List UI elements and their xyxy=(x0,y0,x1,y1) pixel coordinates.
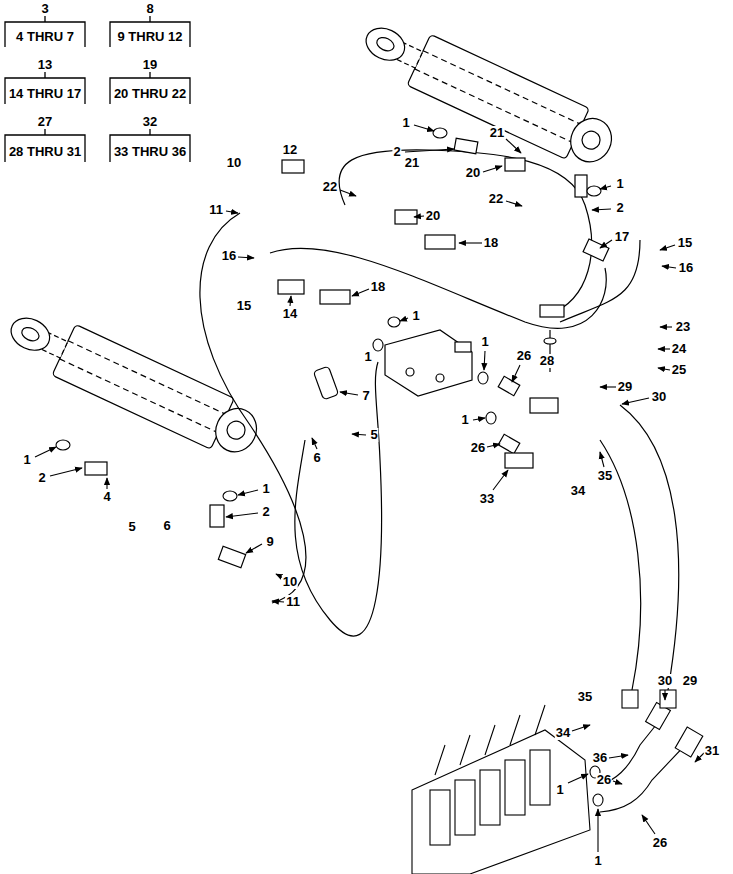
callout-number: 20 xyxy=(465,166,481,180)
callout-number: 24 xyxy=(671,342,687,356)
callout-number: 33 xyxy=(479,492,495,506)
callout-number: 2 xyxy=(37,471,46,485)
callout-number: 1 xyxy=(593,854,602,868)
callout-number: 35 xyxy=(597,469,613,483)
callout-number: 17 xyxy=(614,230,630,244)
callout-number: 1 xyxy=(261,482,270,496)
group-range: 9 THRU 12 xyxy=(116,30,183,44)
callout-number: 1 xyxy=(363,350,372,364)
callout-number: 1 xyxy=(460,413,469,427)
callout-number: 9 xyxy=(265,535,274,549)
callout-number: 12 xyxy=(282,143,298,157)
callout-number: 6 xyxy=(312,451,321,465)
group-range: 33 THRU 36 xyxy=(113,145,187,159)
group-range: 20 THRU 22 xyxy=(113,87,187,101)
callout-number: 7 xyxy=(361,389,370,403)
callout-number: 11 xyxy=(208,203,224,217)
callout-number: 15 xyxy=(677,236,693,250)
group-range: 27 xyxy=(37,115,53,129)
callout-number: 34 xyxy=(570,484,586,498)
callout-number: 21 xyxy=(489,126,505,140)
callout-number: 1 xyxy=(555,783,564,797)
callout-number: 16 xyxy=(221,249,237,263)
callout-number: 23 xyxy=(675,320,691,334)
group-range: 19 xyxy=(142,58,158,72)
group-range: 8 xyxy=(145,2,154,16)
callout-number: 1 xyxy=(411,309,420,323)
callout-number: 35 xyxy=(577,690,593,704)
callout-number: 2 xyxy=(615,201,624,215)
callout-number: 26 xyxy=(596,773,612,787)
callout-number: 10 xyxy=(226,156,242,170)
callout-number: 30 xyxy=(651,390,667,404)
group-range: 28 THRU 31 xyxy=(8,145,82,159)
callout-number: 2 xyxy=(261,505,270,519)
callout-number: 14 xyxy=(282,307,298,321)
group-range: 4 THRU 7 xyxy=(15,30,75,44)
callout-number: 31 xyxy=(704,744,720,758)
callout-number: 5 xyxy=(369,428,378,442)
callout-number: 21 xyxy=(404,156,420,170)
hydraulic-cylinder xyxy=(355,10,621,174)
callout-number: 15 xyxy=(236,299,252,313)
callout-number: 20 xyxy=(425,209,441,223)
o-rings xyxy=(56,128,603,806)
callout-number: 28 xyxy=(539,354,555,368)
group-brackets xyxy=(5,16,190,162)
callout-number: 18 xyxy=(370,280,386,294)
callout-number: 2 xyxy=(392,145,401,159)
group-range: 14 THRU 17 xyxy=(8,87,82,101)
group-range: 13 xyxy=(37,58,53,72)
callout-number: 22 xyxy=(488,192,504,206)
callout-number: 29 xyxy=(617,380,633,394)
control-valve xyxy=(412,690,703,874)
fittings xyxy=(85,138,609,568)
callout-number: 30 xyxy=(657,674,673,688)
leader-arrows xyxy=(35,125,704,852)
callout-number: 4 xyxy=(102,490,111,504)
callout-number: 10 xyxy=(282,575,298,589)
callout-number: 26 xyxy=(652,836,668,850)
hydraulic-cylinder xyxy=(0,300,266,464)
group-range: 32 xyxy=(142,115,158,129)
callout-number: 1 xyxy=(615,177,624,191)
callout-number: 11 xyxy=(285,595,301,609)
callout-number: 36 xyxy=(592,751,608,765)
group-range: 3 xyxy=(40,2,49,16)
callout-number: 34 xyxy=(555,726,571,740)
callout-number: 25 xyxy=(671,363,687,377)
callout-number: 18 xyxy=(483,236,499,250)
hose-lines xyxy=(200,150,679,690)
callout-number: 22 xyxy=(322,180,338,194)
callout-number: 1 xyxy=(22,453,31,467)
callout-number: 5 xyxy=(127,520,136,534)
callout-number: 26 xyxy=(516,349,532,363)
callout-number: 29 xyxy=(682,674,698,688)
callout-number: 16 xyxy=(678,261,694,275)
callout-number: 26 xyxy=(470,441,486,455)
callout-number: 1 xyxy=(401,116,410,130)
callout-number: 1 xyxy=(480,335,489,349)
callout-number: 6 xyxy=(162,519,171,533)
